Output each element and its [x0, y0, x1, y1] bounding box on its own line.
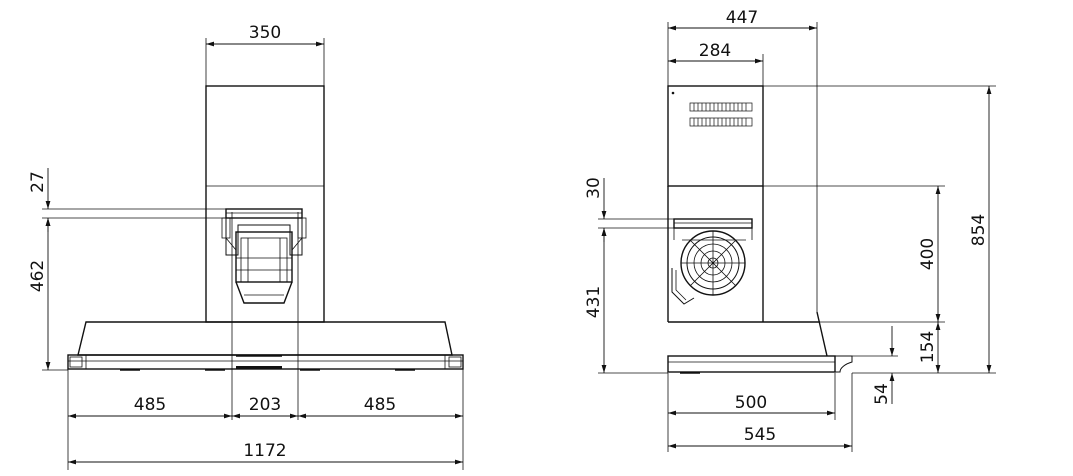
label-total-height: 854 [969, 214, 989, 246]
dim-side-top: 447 284 [667, 8, 818, 312]
side-chimney [667, 85, 764, 322]
dim-front-motor-height: 462 [28, 218, 68, 371]
dim-side-lip: 54 [852, 326, 898, 405]
label-chimney-width: 350 [249, 23, 281, 43]
front-view: 350 27 462 485 203 485 [28, 23, 464, 470]
side-view: 447 284 30 431 400 154 [584, 8, 996, 452]
dim-side-motor-height: 431 [584, 228, 668, 374]
label-canopy-depth: 500 [735, 393, 767, 413]
dim-front-total-width: 1172 [68, 441, 463, 465]
label-side-motor-height: 431 [584, 286, 604, 318]
label-canopy-height: 154 [918, 331, 938, 363]
label-total-width: 1172 [243, 441, 286, 461]
label-front-lip: 54 [872, 383, 892, 405]
side-motor [671, 218, 753, 305]
label-front-motor-height: 462 [28, 260, 48, 292]
side-canopy [667, 311, 853, 374]
dim-side-offset: 30 [584, 177, 674, 242]
dim-front-splits: 485 203 485 [67, 369, 464, 470]
front-canopy [67, 321, 464, 371]
label-chimney-depth: 284 [699, 41, 731, 61]
front-chimney [205, 85, 325, 323]
dim-front-offset: 27 [28, 168, 226, 232]
label-center: 203 [249, 395, 281, 415]
dim-side-heights: 400 154 854 [763, 85, 996, 374]
label-side-left: 485 [134, 395, 166, 415]
label-top-depth: 447 [726, 8, 758, 28]
label-front-offset: 27 [28, 171, 48, 193]
label-chimney-to-canopy: 400 [918, 238, 938, 270]
label-total-depth: 545 [744, 425, 776, 445]
dim-chimney-width: 350 [205, 23, 325, 86]
label-side-right: 485 [364, 395, 396, 415]
label-side-offset: 30 [584, 177, 604, 199]
dim-side-depths: 500 545 [667, 373, 853, 452]
front-motor [221, 208, 307, 304]
vent-grille [689, 102, 753, 127]
